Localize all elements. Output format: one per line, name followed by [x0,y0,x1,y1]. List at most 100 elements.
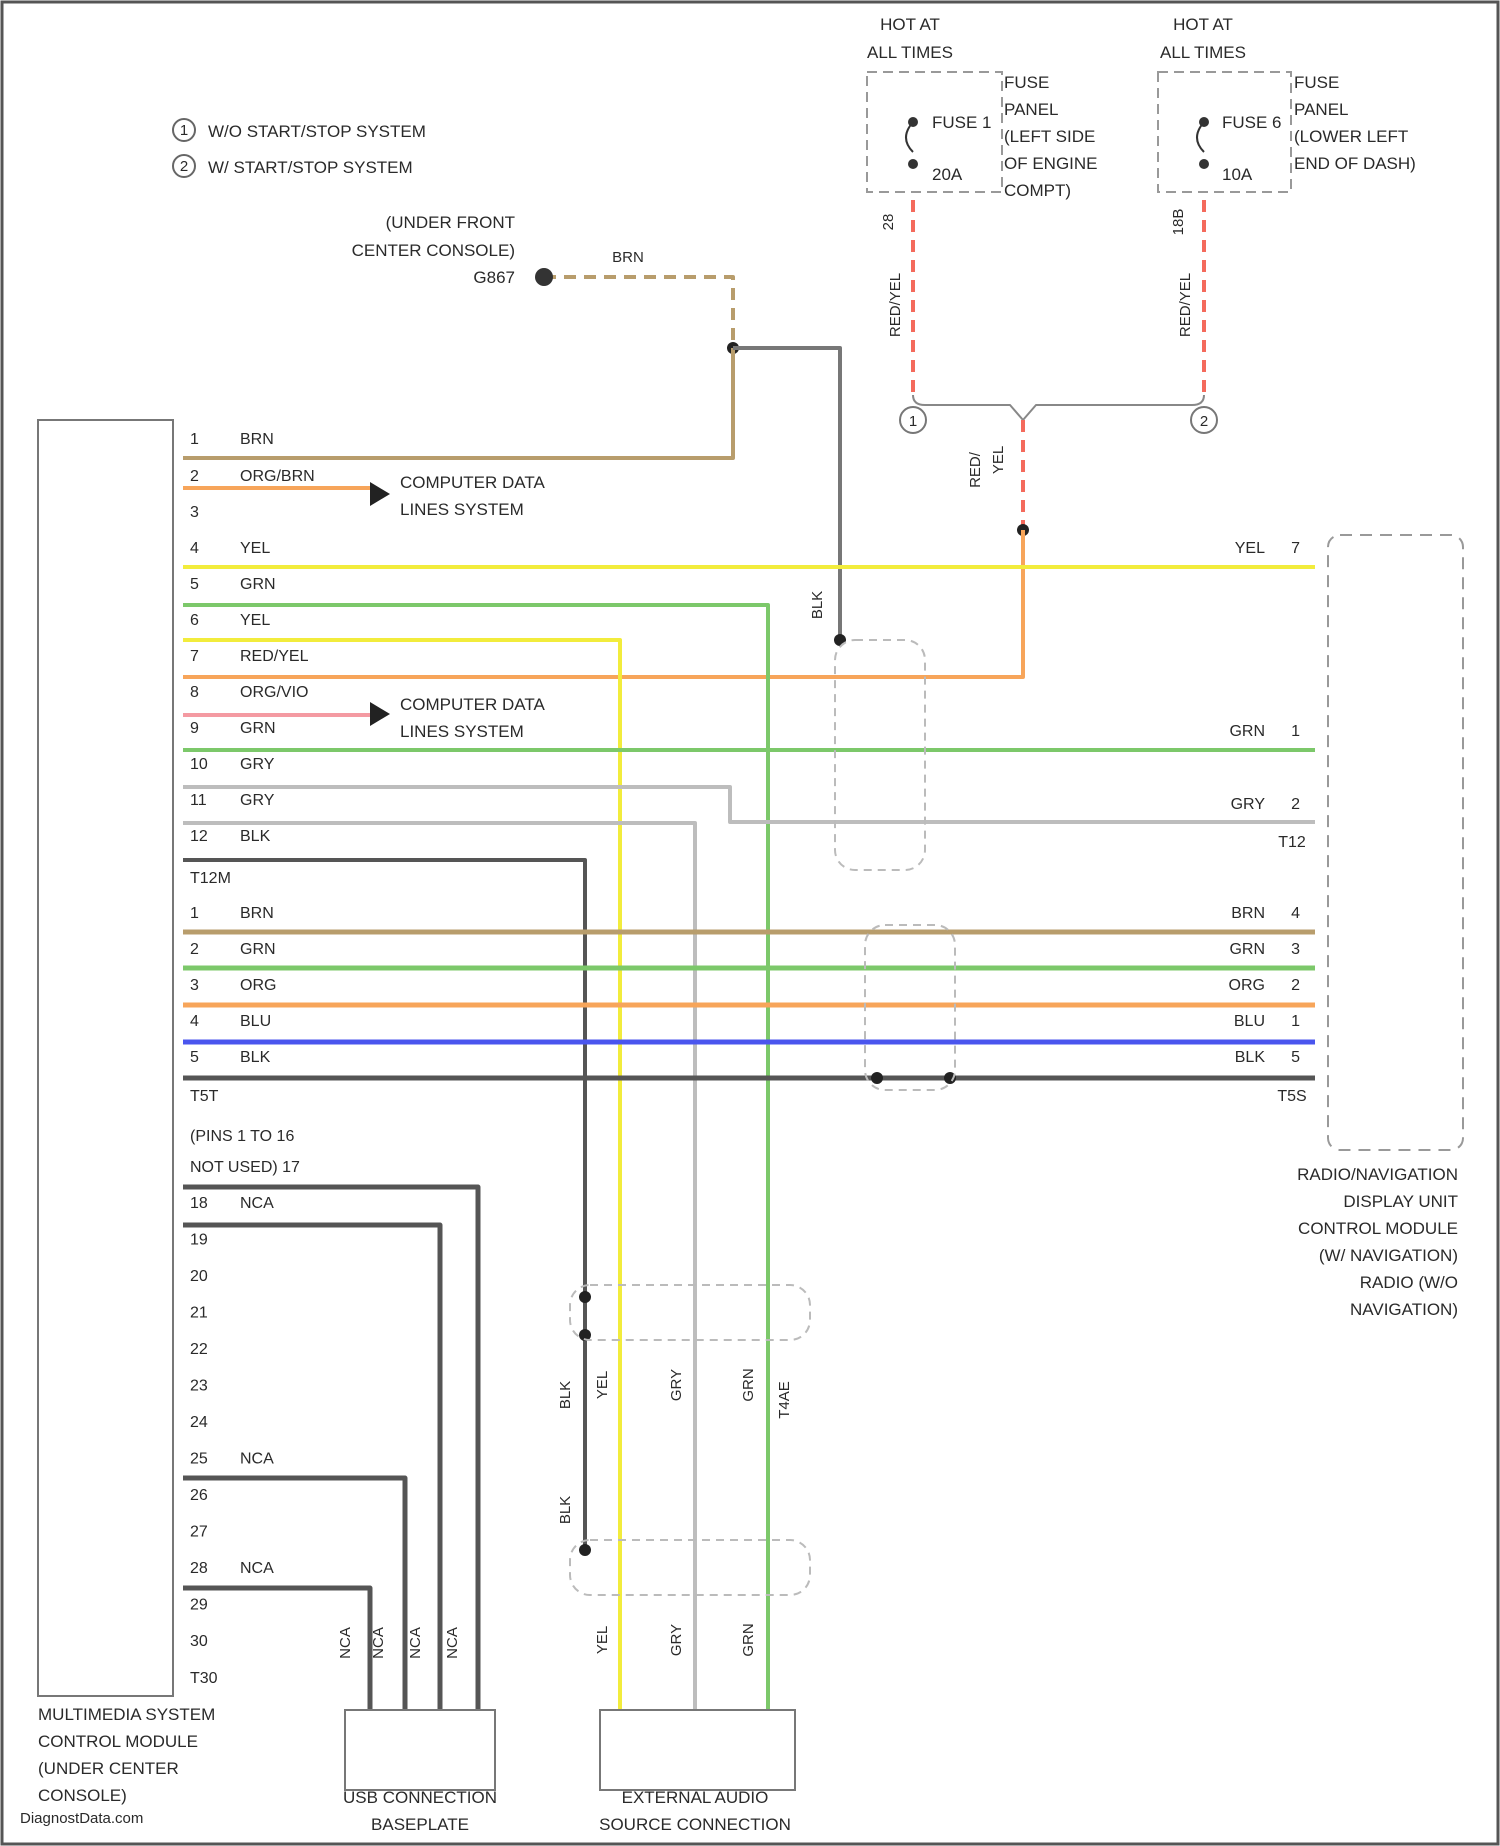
left-connector3-note-1: (PINS 1 TO 16 [190,1128,294,1145]
left-c1-pin-8-num: 8 [190,684,199,701]
left-c2-pin-1-num: 1 [190,905,199,922]
fuse-1-wire-label: RED/YEL [887,273,904,337]
left-c1-pin-1-color: BRN [240,431,274,448]
left-c3-pin-26-num: 26 [190,1487,208,1504]
usb-name-2: BASEPLATE [371,1815,469,1834]
usb-wire-4: NCA [444,1627,461,1659]
left-c3-pin-28-color: NCA [240,1560,274,1577]
right-pin-7-color: BLK [1235,1049,1266,1066]
left-c1-pin-2-num: 2 [190,468,199,485]
left-c3-pin-25-color: NCA [240,1451,274,1468]
right-module-name-1: RADIO/NAVIGATION [1297,1165,1458,1184]
left-c1-pin-2-color: ORG/BRN [240,468,315,485]
right-pin-4-num: 3 [1291,941,1300,958]
fuse-1-header-line2: ALL TIMES [867,43,953,62]
aux-bottom-wire-gry: GRY [668,1624,685,1656]
left-c1-pin-8-color: ORG/VIO [240,684,308,701]
legend-text-2: W/ START/STOP SYSTEM [208,158,413,177]
left-connector2-id: T5T [190,1088,219,1105]
left-c3-pin-22-num: 22 [190,1341,208,1358]
left-c3-pin-23-num: 23 [190,1378,208,1395]
right-pin-2-num: 2 [1291,796,1300,813]
legend-symbol-1-text: 1 [180,122,188,139]
right-pin-4-color: GRN [1229,941,1265,958]
left-module-name-4: CONSOLE) [38,1786,127,1805]
aux-top-wire-yel: YEL [594,1371,611,1399]
left-module-name-3: (UNDER CENTER [38,1759,179,1778]
fuse-2-location-4: END OF DASH) [1294,154,1416,173]
aux-bottom-wire-grn: GRN [740,1623,757,1656]
fuse-2-name: FUSE 6 [1222,113,1282,132]
left-module-name-2: CONTROL MODULE [38,1732,198,1751]
right-pin-7-num: 5 [1291,1049,1300,1066]
right-connector2-id: T5S [1277,1088,1306,1105]
legend-symbol-2-text: 2 [180,158,188,175]
watermark: DiagnostData.com [20,1810,143,1827]
fuse-2-terminal-bottom [1199,159,1209,169]
aux-connection-body [600,1710,795,1790]
computer-data-1-line2: LINES SYSTEM [400,500,524,519]
aux-name-2: SOURCE CONNECTION [599,1815,791,1834]
fuse-2-circuit: 18B [1170,209,1187,236]
right-pin-0-color: YEL [1235,540,1265,557]
feed-wire-label-1: RED/ [967,451,984,488]
radio-module-body [1328,535,1463,1150]
fuse-2-location-3: (LOWER LEFT [1294,127,1408,146]
fuse-1-header-line1: HOT AT [880,15,940,34]
left-c3-pin-27-num: 27 [190,1524,208,1541]
left-c2-pin-4-color: BLU [240,1013,271,1030]
fuse-2-wire-label: RED/YEL [1177,273,1194,337]
left-c1-pin-11-num: 11 [190,792,207,809]
left-c1-pin-3-num: 3 [190,504,199,521]
left-connector3-id: T30 [190,1670,218,1687]
left-c2-pin-3-color: ORG [240,977,276,994]
multimedia-module-body [38,420,173,1696]
left-c3-pin-19-num: 19 [190,1232,208,1249]
left-c1-pin-1-num: 1 [190,431,199,448]
aux-name-1: EXTERNAL AUDIO [622,1788,769,1807]
shield-drain-dot-1 [871,1072,883,1084]
left-c2-pin-2-color: GRN [240,941,276,958]
variant-1-marker-text: 1 [909,413,917,430]
left-c3-pin-29-num: 29 [190,1597,208,1614]
left-c1-pin-7-num: 7 [190,648,199,665]
legend-text-1: W/O START/STOP SYSTEM [208,122,426,141]
usb-baseplate-body [345,1710,495,1790]
fuse-2-header-line2: ALL TIMES [1160,43,1246,62]
fuse-1-location-1: FUSE [1004,73,1049,92]
usb-wire-1: NCA [337,1627,354,1659]
left-c1-pin-6-num: 6 [190,612,199,629]
left-c1-pin-7-color: RED/YEL [240,648,309,665]
fuse-1-rating: 20A [932,165,963,184]
left-c2-pin-1-color: BRN [240,905,274,922]
fuse-2-header-line1: HOT AT [1173,15,1233,34]
right-module-name-6: NAVIGATION) [1350,1300,1458,1319]
fuse-1-location-5: COMPT) [1004,181,1071,200]
left-c1-pin-9-num: 9 [190,720,199,737]
right-module-name-3: CONTROL MODULE [1298,1219,1458,1238]
right-pin-5-num: 2 [1291,977,1300,994]
fuse-1-location-3: (LEFT SIDE [1004,127,1095,146]
aux-bottom-wire-yel: YEL [594,1626,611,1654]
left-c1-pin-6-color: YEL [240,612,270,629]
left-c1-pin-10-color: GRY [240,756,275,773]
right-module-name-2: DISPLAY UNIT [1343,1192,1458,1211]
right-pin-0-num: 7 [1291,540,1300,557]
left-c2-pin-2-num: 2 [190,941,199,958]
usb-wire-3: NCA [407,1627,424,1659]
ground-location-2: CENTER CONSOLE) [352,241,515,260]
ground-location-1: (UNDER FRONT [386,213,515,232]
ground-symbol [535,268,553,286]
right-pin-1-num: 1 [1291,723,1300,740]
aux-blk-dot-1 [579,1291,591,1303]
computer-data-2-line1: COMPUTER DATA [400,695,545,714]
left-c1-pin-5-color: GRN [240,576,276,593]
fuse-1-location-2: PANEL [1004,100,1059,119]
aux-connector-id: T4AE [776,1381,793,1419]
left-c3-pin-18-color: NCA [240,1195,274,1212]
left-connector3-note-2: NOT USED) 17 [190,1159,300,1176]
left-c3-pin-21-num: 21 [190,1305,208,1322]
left-c3-pin-30-num: 30 [190,1633,208,1650]
